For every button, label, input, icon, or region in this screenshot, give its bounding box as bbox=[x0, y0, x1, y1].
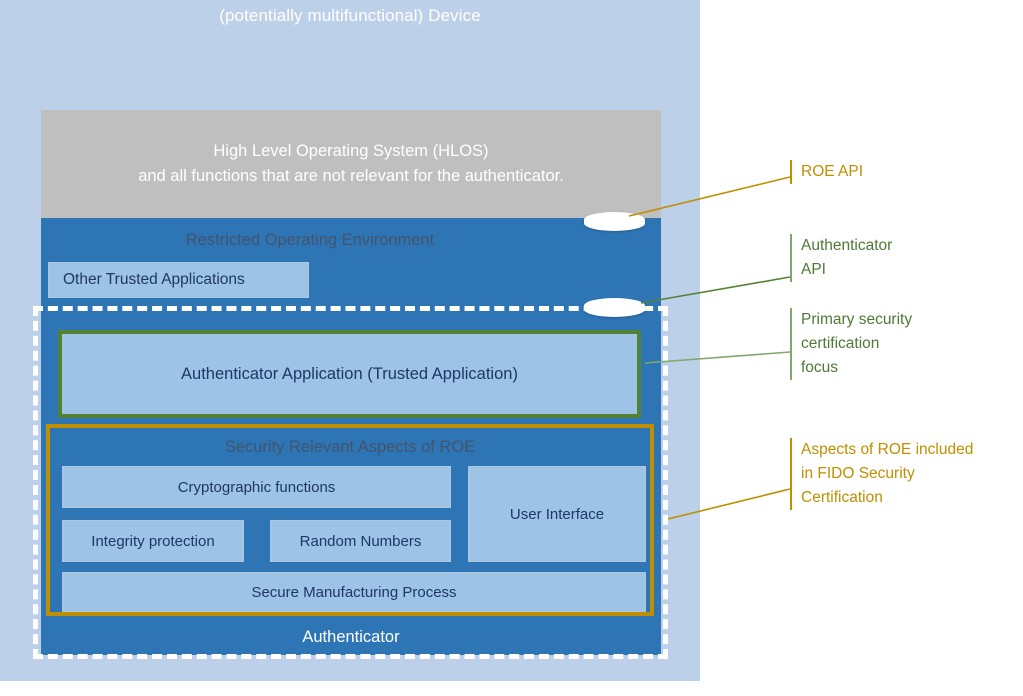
security-aspects-title: Security Relevant Aspects of ROE bbox=[224, 438, 476, 456]
random-numbers-label: Random Numbers bbox=[299, 532, 422, 550]
roe-title: Restricted Operating Environment bbox=[185, 231, 435, 249]
callout-roe-api: ROE API bbox=[790, 160, 863, 184]
authenticator-application-box: Authenticator Application (Trusted Appli… bbox=[58, 330, 641, 418]
authenticator-application-label: Authenticator Application (Trusted Appli… bbox=[181, 364, 518, 383]
cryptographic-functions-label: Cryptographic functions bbox=[177, 478, 336, 496]
device-container: (potentially multifunctional) Device Hig… bbox=[0, 0, 700, 681]
callout-authenticator-api: Authenticator API bbox=[790, 234, 892, 282]
other-trusted-applications-box: Other Trusted Applications bbox=[48, 262, 309, 298]
integrity-protection-label: Integrity protection bbox=[91, 532, 215, 550]
authenticator-api-connector-icon bbox=[584, 298, 645, 317]
roe-api-connector-icon bbox=[584, 212, 645, 231]
callout-primary-security-certification-focus: Primary security certification focus bbox=[790, 308, 912, 380]
device-title: (potentially multifunctional) Device bbox=[219, 6, 481, 25]
authenticator-band-label: Authenticator bbox=[302, 628, 400, 646]
hlos-box: High Level Operating System (HLOS) and a… bbox=[41, 110, 661, 218]
user-interface-box: User Interface bbox=[468, 466, 646, 562]
secure-manufacturing-process-box: Secure Manufacturing Process bbox=[62, 572, 646, 612]
security-relevant-aspects-box: Security Relevant Aspects of ROE Cryptog… bbox=[46, 424, 654, 616]
other-trusted-applications-label: Other Trusted Applications bbox=[63, 271, 245, 288]
hlos-label: High Level Operating System (HLOS) and a… bbox=[138, 142, 564, 185]
user-interface-label: User Interface bbox=[509, 505, 605, 523]
callout-aspects-of-roe-in-fido-certification: Aspects of ROE included in FIDO Security… bbox=[790, 438, 973, 510]
integrity-protection-box: Integrity protection bbox=[62, 520, 244, 562]
random-numbers-box: Random Numbers bbox=[270, 520, 451, 562]
authenticator-band: Authenticator bbox=[41, 620, 661, 655]
cryptographic-functions-box: Cryptographic functions bbox=[62, 466, 451, 508]
secure-manufacturing-process-label: Secure Manufacturing Process bbox=[251, 583, 457, 601]
